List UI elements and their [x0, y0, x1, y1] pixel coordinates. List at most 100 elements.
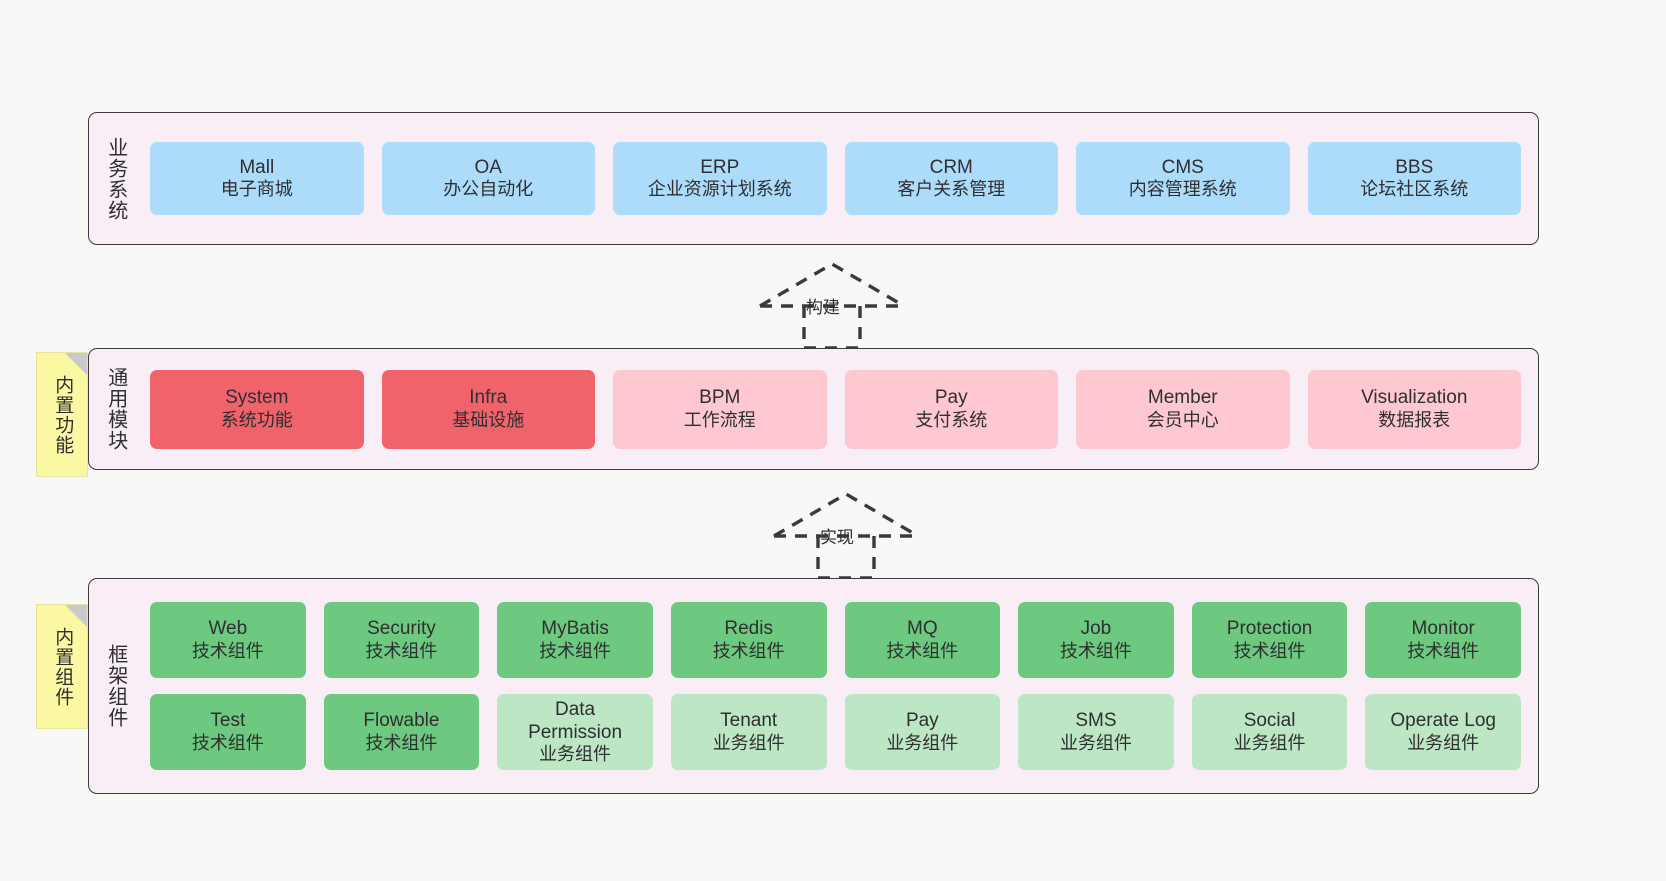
chip-title: Job: [1080, 618, 1112, 640]
chip-title: Member: [1147, 387, 1218, 409]
chip-cell: Infra 基础设施: [373, 369, 605, 449]
chip-crm[interactable]: CRM 客户关系管理: [844, 142, 1058, 215]
chip-bpm[interactable]: BPM 工作流程: [613, 369, 827, 449]
chip-subtitle: 业务组件: [886, 732, 959, 753]
chip-cell: CMS 内容管理系统: [1067, 142, 1299, 215]
chip-operate-log[interactable]: Operate Log 业务组件: [1365, 694, 1521, 770]
chip-cell: Test 技术组件: [141, 694, 315, 770]
chip-subtitle: 技术组件: [712, 640, 785, 661]
chip-title: Visualization: [1361, 387, 1468, 409]
chip-cell: Mall 电子商城: [141, 142, 373, 215]
chip-title: Infra: [469, 387, 508, 409]
layer-body-common-modules: System 系统功能 Infra 基础设施 BPM 工作流程: [141, 349, 1538, 469]
chip-infra[interactable]: Infra 基础设施: [381, 369, 595, 449]
chip-cell: Pay 支付系统: [836, 369, 1068, 449]
chip-cell: Member 会员中心: [1067, 369, 1299, 449]
chip-title: BPM: [699, 387, 741, 409]
chip-visualization[interactable]: Visualization 数据报表: [1307, 369, 1521, 449]
note-label: 内置组件: [52, 626, 74, 707]
chip-system[interactable]: System 系统功能: [150, 369, 364, 449]
chip-title: Security: [367, 618, 436, 640]
chip-subtitle: 电子商城: [220, 179, 293, 200]
chip-pay-component[interactable]: Pay 业务组件: [844, 694, 1001, 770]
chip-row: Mall 电子商城 OA 办公自动化 ERP 企业资源计划系统: [141, 142, 1530, 215]
chip-cms[interactable]: CMS 内容管理系统: [1076, 142, 1290, 215]
chip-tenant[interactable]: Tenant 业务组件: [670, 694, 827, 770]
chip-cell: Redis 技术组件: [662, 602, 836, 678]
chip-cell: MyBatis 技术组件: [488, 602, 662, 678]
chip-cell: Flowable 技术组件: [315, 694, 489, 770]
chip-mybatis[interactable]: MyBatis 技术组件: [497, 602, 653, 678]
chip-bbs[interactable]: BBS 论坛社区系统: [1307, 142, 1521, 215]
chip-title: Pay: [934, 387, 968, 409]
layer-body-business-systems: Mall 电子商城 OA 办公自动化 ERP 企业资源计划系统: [141, 113, 1538, 244]
chip-subtitle: 客户关系管理: [897, 179, 1006, 200]
chip-cell: Tenant 业务组件: [662, 694, 836, 770]
chip-subtitle: 业务组件: [1059, 732, 1132, 753]
chip-sms[interactable]: SMS 业务组件: [1018, 694, 1174, 770]
chip-title: Test: [210, 710, 246, 732]
chip-subtitle: 业务组件: [539, 744, 612, 765]
chip-cell: Protection 技术组件: [1183, 602, 1357, 678]
chip-title: Monitor: [1411, 618, 1475, 640]
layer-title-business-systems: 业务系统: [104, 136, 127, 221]
chip-flowable[interactable]: Flowable 技术组件: [323, 694, 480, 770]
chip-cell: Web 技术组件: [141, 602, 315, 678]
note-fold-icon: [65, 605, 87, 627]
chip-title: Flowable: [363, 710, 440, 732]
chip-test[interactable]: Test 技术组件: [150, 694, 306, 770]
layer-title-common-modules: 通用模块: [104, 367, 127, 451]
chip-protection[interactable]: Protection 技术组件: [1191, 602, 1348, 678]
chip-title: Data Permission: [528, 698, 623, 744]
chip-social[interactable]: Social 业务组件: [1191, 694, 1348, 770]
chip-cell: ERP 企业资源计划系统: [604, 142, 836, 215]
sticky-note-builtin-features: 内置功能: [36, 352, 88, 477]
chip-subtitle: 论坛社区系统: [1360, 179, 1469, 200]
chip-cell: Job 技术组件: [1009, 602, 1183, 678]
chip-title: BBS: [1395, 156, 1434, 178]
chip-subtitle: 办公自动化: [443, 179, 534, 200]
chip-title: Tenant: [720, 710, 778, 732]
chip-oa[interactable]: OA 办公自动化: [381, 142, 595, 215]
chip-security[interactable]: Security 技术组件: [323, 602, 480, 678]
chip-cell: Pay 业务组件: [836, 694, 1010, 770]
chip-cell: System 系统功能: [141, 369, 373, 449]
chip-erp[interactable]: ERP 企业资源计划系统: [613, 142, 827, 215]
chip-mall[interactable]: Mall 电子商城: [150, 142, 364, 215]
chip-pay-module[interactable]: Pay 支付系统: [844, 369, 1058, 449]
chip-web[interactable]: Web 技术组件: [150, 602, 306, 678]
chip-subtitle: 系统功能: [220, 409, 293, 430]
chip-subtitle: 工作流程: [683, 409, 756, 430]
chip-title: Web: [208, 618, 248, 640]
layer-body-framework-components: Web 技术组件 Security 技术组件 MyBatis 技术组件: [141, 579, 1538, 793]
chip-title: Social: [1243, 710, 1296, 732]
chip-redis[interactable]: Redis 技术组件: [670, 602, 827, 678]
chip-subtitle: 业务组件: [1407, 732, 1480, 753]
chip-subtitle: 业务组件: [712, 732, 785, 753]
chip-title: MyBatis: [541, 618, 609, 640]
chip-title: CRM: [929, 156, 973, 178]
note-label: 内置功能: [52, 374, 74, 455]
chip-cell: SMS 业务组件: [1009, 694, 1183, 770]
chip-mq[interactable]: MQ 技术组件: [844, 602, 1001, 678]
chip-subtitle: 技术组件: [1407, 640, 1480, 661]
chip-title: Redis: [724, 618, 773, 640]
chip-row: Web 技术组件 Security 技术组件 MyBatis 技术组件: [141, 602, 1530, 678]
chip-subtitle: 会员中心: [1146, 409, 1219, 430]
chip-row: Test 技术组件 Flowable 技术组件 Data Permission …: [141, 694, 1530, 770]
chip-subtitle: 企业资源计划系统: [647, 179, 792, 200]
chip-data-permission[interactable]: Data Permission 业务组件: [497, 694, 653, 770]
chip-member[interactable]: Member 会员中心: [1076, 369, 1290, 449]
chip-subtitle: 数据报表: [1378, 409, 1451, 430]
chip-cell: Social 业务组件: [1183, 694, 1357, 770]
layer-title-framework-components: 框架组件: [104, 644, 127, 728]
chip-job[interactable]: Job 技术组件: [1018, 602, 1174, 678]
chip-cell: Operate Log 业务组件: [1356, 694, 1530, 770]
note-fold-icon: [65, 353, 87, 375]
chip-cell: MQ 技术组件: [836, 602, 1010, 678]
chip-cell: BPM 工作流程: [604, 369, 836, 449]
chip-subtitle: 技术组件: [191, 640, 264, 661]
chip-subtitle: 技术组件: [1233, 640, 1306, 661]
chip-monitor[interactable]: Monitor 技术组件: [1365, 602, 1521, 678]
chip-subtitle: 业务组件: [1233, 732, 1306, 753]
